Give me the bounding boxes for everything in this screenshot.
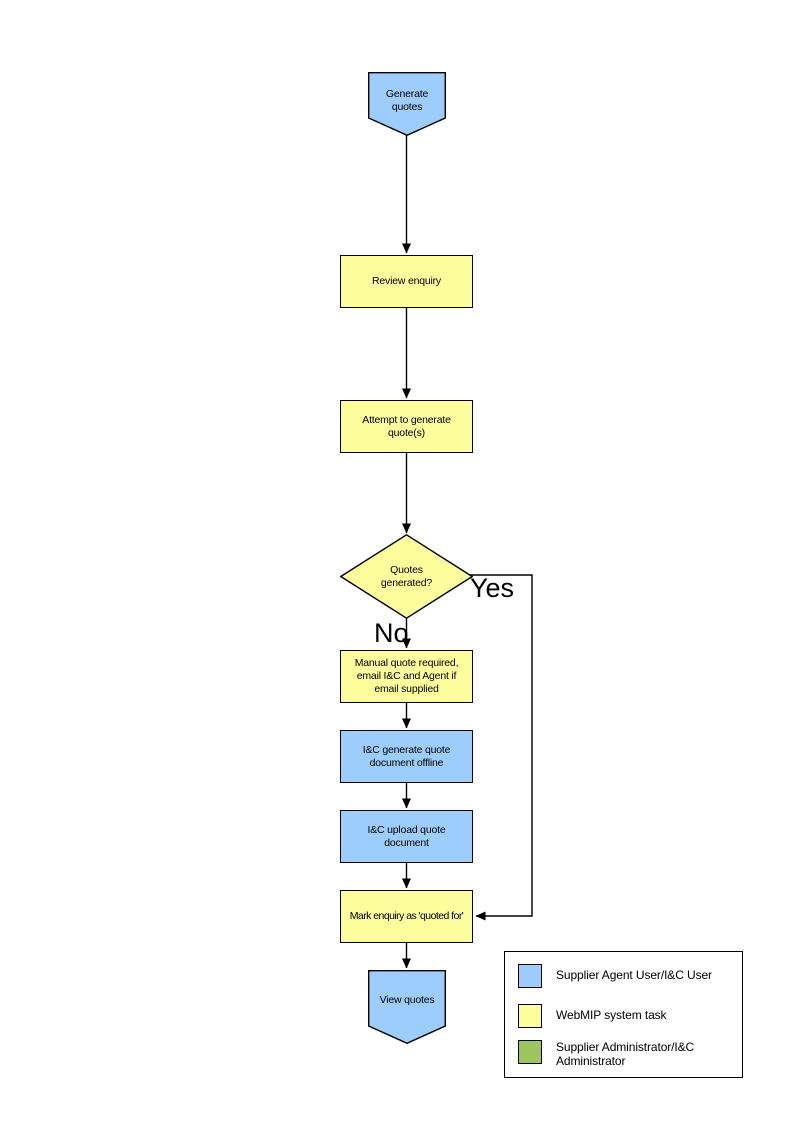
node-generate-quotes-label: Generate quotes — [385, 88, 429, 113]
node-view-quotes-label: View quotes — [379, 994, 435, 1006]
node-quotes-generated-decision[interactable]: Quotes generated? — [340, 534, 473, 619]
node-attempt-generate-quotes[interactable]: Attempt to generate quote(s) — [340, 400, 473, 453]
legend-label-supplier-agent-user: Supplier Agent User/I&C User — [556, 968, 712, 982]
legend-label-webmip-system-task: WebMIP system task — [556, 1008, 667, 1022]
legend-label-supplier-administrator: Supplier Administrator/I&C Administrator — [556, 1040, 695, 1068]
legend-swatch-yellow — [518, 1004, 542, 1028]
node-ic-upload-quote-document-label: I&C upload quote document — [367, 823, 446, 849]
legend-item-supplier-agent-user: Supplier Agent User/I&C User — [518, 964, 712, 988]
node-review-enquiry[interactable]: Review enquiry — [340, 255, 473, 308]
node-ic-generate-quote-offline[interactable]: I&C generate quote document offline — [340, 730, 473, 783]
legend-item-supplier-administrator: Supplier Administrator/I&C Administrator — [518, 1040, 694, 1068]
node-mark-enquiry-quoted-for-label: Mark enquiry as 'quoted for' — [349, 910, 464, 922]
node-ic-upload-quote-document[interactable]: I&C upload quote document — [340, 810, 473, 863]
node-quotes-generated-label: Quotes generated? — [380, 564, 433, 589]
legend: Supplier Agent User/I&C User WebMIP syst… — [504, 951, 743, 1078]
legend-item-webmip-system-task: WebMIP system task — [518, 1004, 667, 1028]
node-attempt-generate-quotes-label: Attempt to generate quote(s) — [362, 413, 451, 439]
node-manual-quote-required[interactable]: Manual quote required, email I&C and Age… — [340, 650, 473, 703]
legend-swatch-green — [518, 1040, 542, 1064]
legend-swatch-blue — [518, 964, 542, 988]
node-generate-quotes[interactable]: Generate quotes — [368, 72, 446, 136]
edge-label-no: No — [374, 618, 409, 648]
edge-decision-yes-to-mark — [455, 574, 533, 921]
edge-label-yes: Yes — [470, 573, 515, 603]
node-mark-enquiry-quoted-for[interactable]: Mark enquiry as 'quoted for' — [340, 890, 473, 943]
node-view-quotes[interactable]: View quotes — [368, 970, 446, 1044]
node-review-enquiry-label: Review enquiry — [372, 275, 441, 287]
node-manual-quote-required-label: Manual quote required, email I&C and Age… — [354, 657, 459, 695]
node-ic-generate-quote-offline-label: I&C generate quote document offline — [362, 743, 451, 769]
